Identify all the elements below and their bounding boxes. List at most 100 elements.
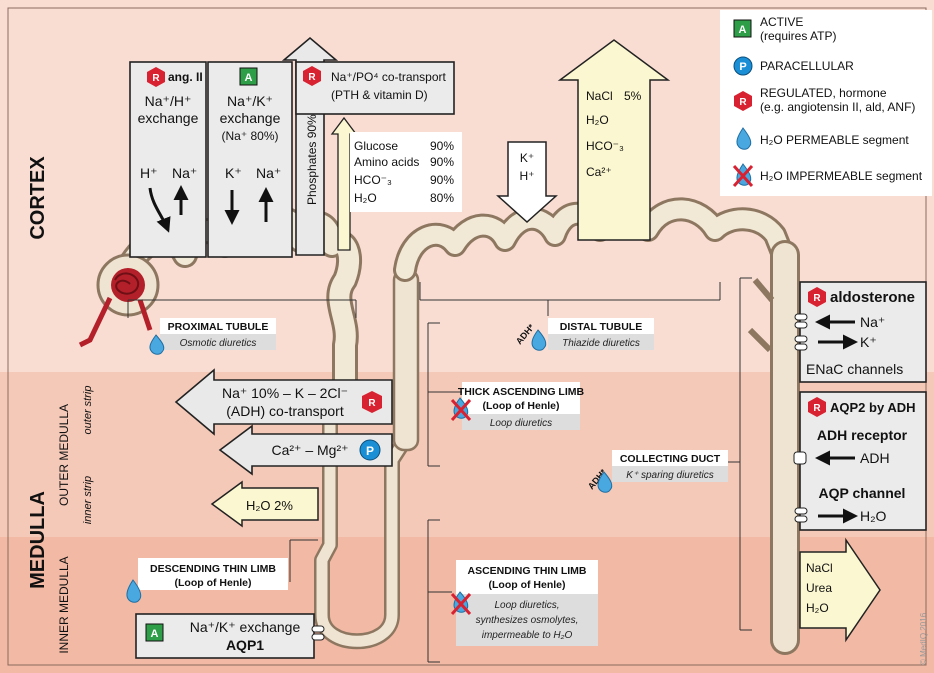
- inner-medulla-label: INNER MEDULLA: [57, 556, 71, 653]
- svg-text:5%: 5%: [624, 89, 642, 103]
- svg-text:Na⁺/K⁺ exchange: Na⁺/K⁺ exchange: [190, 619, 301, 635]
- svg-text:(Na⁺ 80%): (Na⁺ 80%): [221, 129, 278, 143]
- svg-text:H₂O: H₂O: [354, 191, 377, 205]
- na-po4-box: R Na⁺/PO⁴ co-transport (PTH & vitamin D): [296, 62, 454, 114]
- svg-text:COLLECTING DUCT: COLLECTING DUCT: [620, 453, 721, 465]
- svg-text:Na⁺/H⁺: Na⁺/H⁺: [145, 93, 192, 109]
- svg-text:A: A: [739, 24, 747, 36]
- svg-text:Urea: Urea: [806, 581, 832, 595]
- svg-text:H₂O IMPERMEABLE segment: H₂O IMPERMEABLE segment: [760, 169, 923, 183]
- svg-text:Osmotic diuretics: Osmotic diuretics: [180, 338, 257, 349]
- svg-text:(Loop of Henle): (Loop of Henle): [489, 579, 566, 591]
- svg-text:90%: 90%: [430, 139, 454, 153]
- svg-text:Thiazide diuretics: Thiazide diuretics: [562, 338, 640, 349]
- svg-text:Na⁺/K⁺: Na⁺/K⁺: [227, 93, 273, 109]
- svg-text:K⁺: K⁺: [225, 165, 242, 181]
- outer-strip-label: outer strip: [82, 386, 94, 435]
- nakcc-arrow: Na⁺ 10% – K – 2Cl⁻ (ADH) co-transport R: [176, 370, 392, 434]
- aqp1-box: A Na⁺/K⁺ exchange AQP1: [136, 614, 324, 658]
- svg-text:Amino acids: Amino acids: [354, 155, 419, 169]
- svg-text:ADH: ADH: [860, 450, 890, 466]
- svg-text:H₂O PERMEABLE segment: H₂O PERMEABLE segment: [760, 133, 909, 147]
- svg-text:R: R: [813, 293, 821, 304]
- svg-text:90%: 90%: [430, 155, 454, 169]
- svg-text:H₂O: H₂O: [586, 113, 609, 127]
- svg-text:AQP2 by ADH: AQP2 by ADH: [830, 400, 915, 415]
- ca-mg-arrow: Ca²⁺ – Mg²⁺ P: [220, 426, 392, 474]
- svg-text:REGULATED, hormone: REGULATED, hormone: [760, 86, 887, 100]
- svg-text:NaCl: NaCl: [586, 89, 613, 103]
- svg-text:DISTAL TUBULE: DISTAL TUBULE: [560, 321, 642, 333]
- svg-text:H₂O 2%: H₂O 2%: [246, 498, 293, 513]
- svg-text:Na⁺: Na⁺: [860, 314, 885, 330]
- svg-text:NaCl: NaCl: [806, 561, 833, 575]
- svg-text:synthesizes osmolytes,: synthesizes osmolytes,: [476, 615, 579, 626]
- svg-text:(requires ATP): (requires ATP): [760, 29, 836, 43]
- impermeable-icon: [452, 592, 470, 614]
- svg-text:R: R: [739, 97, 747, 108]
- svg-text:80%: 80%: [430, 191, 454, 205]
- medulla-label: MEDULLA: [27, 491, 49, 589]
- svg-text:(ADH) co-transport: (ADH) co-transport: [226, 403, 344, 419]
- svg-text:H₂O: H₂O: [860, 508, 887, 524]
- svg-text:P: P: [739, 61, 746, 73]
- svg-text:P: P: [366, 444, 374, 458]
- svg-text:90%: 90%: [430, 173, 454, 187]
- svg-text:H⁺: H⁺: [520, 169, 535, 183]
- svg-text:THICK ASCENDING LIMB: THICK ASCENDING LIMB: [458, 386, 585, 398]
- ang-ii-box: R ang. II Na⁺/H⁺ exchange H⁺ Na⁺: [130, 62, 206, 257]
- svg-text:aldosterone: aldosterone: [830, 289, 915, 306]
- cortex-label: CORTEX: [27, 156, 49, 240]
- svg-text:ENaC channels: ENaC channels: [806, 361, 903, 377]
- svg-text:K⁺: K⁺: [520, 151, 534, 165]
- svg-text:Loop diuretics: Loop diuretics: [490, 418, 552, 429]
- svg-text:(PTH & vitamin D): (PTH & vitamin D): [331, 88, 428, 102]
- svg-text:exchange: exchange: [220, 110, 281, 126]
- svg-text:ADH receptor: ADH receptor: [817, 427, 908, 443]
- svg-text:PARACELLULAR: PARACELLULAR: [760, 59, 854, 73]
- svg-text:H₂O: H₂O: [806, 601, 829, 615]
- svg-text:Glucose: Glucose: [354, 139, 398, 153]
- svg-text:AQP1: AQP1: [226, 637, 264, 653]
- svg-text:Ca²⁺ – Mg²⁺: Ca²⁺ – Mg²⁺: [271, 442, 348, 458]
- svg-text:H⁺: H⁺: [140, 165, 158, 181]
- legend: A ACTIVE (requires ATP) P PARACELLULAR R…: [720, 10, 932, 196]
- svg-text:HCO⁻₃: HCO⁻₃: [586, 139, 624, 153]
- svg-text:Na⁺/PO⁴ co-transport: Na⁺/PO⁴ co-transport: [331, 70, 447, 84]
- svg-text:K⁺ sparing diuretics: K⁺ sparing diuretics: [626, 470, 714, 481]
- reabsorption-list: Glucose 90% Amino acids 90% HCO⁻₃ 90% H₂…: [350, 132, 462, 212]
- svg-text:(e.g. angiotensin II, ald, ANF: (e.g. angiotensin II, ald, ANF): [760, 100, 915, 114]
- svg-text:ACTIVE: ACTIVE: [760, 15, 803, 29]
- svg-text:PROXIMAL TUBULE: PROXIMAL TUBULE: [168, 321, 269, 333]
- svg-text:(Loop of Henle): (Loop of Henle): [483, 400, 560, 412]
- svg-text:DESCENDING THIN LIMB: DESCENDING THIN LIMB: [150, 563, 276, 575]
- svg-text:R: R: [813, 403, 821, 414]
- svg-text:impermeable to H₂O: impermeable to H₂O: [482, 630, 573, 641]
- inner-strip-label: inner strip: [82, 476, 94, 524]
- svg-text:Na⁺: Na⁺: [256, 165, 281, 181]
- svg-text:R: R: [152, 73, 160, 84]
- svg-text:(Loop of Henle): (Loop of Henle): [175, 577, 252, 589]
- nak-exchange-box: A Na⁺/K⁺ exchange (Na⁺ 80%) K⁺ Na⁺: [208, 62, 292, 257]
- svg-text:HCO⁻₃: HCO⁻₃: [354, 173, 392, 187]
- svg-text:R: R: [308, 72, 316, 83]
- svg-text:K⁺: K⁺: [860, 334, 877, 350]
- svg-text:R: R: [368, 398, 376, 409]
- svg-text:ang. II: ang. II: [168, 70, 203, 84]
- impermeable-icon: [452, 398, 470, 420]
- svg-text:AQP channel: AQP channel: [819, 485, 906, 501]
- outer-medulla-label: OUTER MEDULLA: [57, 404, 71, 506]
- svg-text:A: A: [245, 72, 253, 84]
- svg-text:exchange: exchange: [138, 110, 199, 126]
- aldosterone-box: R aldosterone Na⁺ K⁺ ENaC channels: [795, 282, 926, 382]
- svg-text:ASCENDING THIN LIMB: ASCENDING THIN LIMB: [468, 565, 587, 577]
- svg-text:Ca²⁺: Ca²⁺: [586, 165, 612, 179]
- svg-text:Loop diuretics,: Loop diuretics,: [494, 600, 559, 611]
- aqp2-box: R AQP2 by ADH ADH receptor ADH AQP chann…: [794, 392, 926, 530]
- copyright-text: © MedIQ 2016: [919, 612, 928, 665]
- svg-text:Na⁺: Na⁺: [172, 165, 197, 181]
- svg-text:A: A: [151, 628, 159, 640]
- svg-text:Na⁺ 10% – K – 2Cl⁻: Na⁺ 10% – K – 2Cl⁻: [222, 385, 348, 401]
- svg-text:Phosphates 90%: Phosphates 90%: [305, 114, 319, 205]
